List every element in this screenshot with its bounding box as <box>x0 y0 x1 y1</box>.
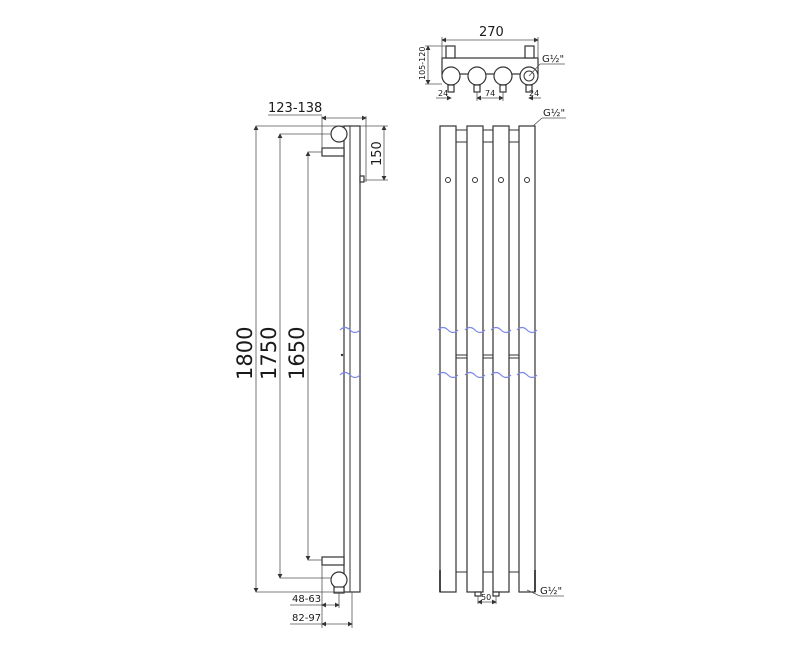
dim-bracket-spacing: 1650 <box>285 327 309 380</box>
dim-top-width: 270 <box>479 25 504 40</box>
dim-top-left-offset: 24 <box>438 89 448 98</box>
bottom-valve-circle <box>330 571 348 589</box>
dim-total-height: 1800 <box>233 327 257 380</box>
radiator-column <box>439 125 457 593</box>
radiator-column <box>466 125 484 593</box>
top-wall-bracket <box>321 147 345 157</box>
dim-bottom-spacing: 50 <box>481 593 491 602</box>
break-mark-icon <box>339 326 361 334</box>
front-bottom-thread-label: G½" <box>540 585 562 597</box>
top-view-thread-label: G½" <box>542 53 564 65</box>
dim-top-pipe-spacing: 74 <box>485 89 495 98</box>
dim-wall-depth-top: 123-138 <box>268 101 322 116</box>
dim-bottom-depth-1: 48-63 <box>292 594 321 605</box>
top-valve-circle <box>330 125 348 143</box>
side-view: 1800 1750 1650 123-138 150 48-63 82-97 <box>233 101 388 628</box>
front-view: 50 G½" G½" <box>437 107 566 605</box>
break-marks <box>437 326 538 379</box>
front-top-thread-label: G½" <box>543 107 565 119</box>
side-radiator-body <box>343 125 361 593</box>
dim-bottom-depth-2: 82-97 <box>292 613 321 624</box>
top-view: 270 105-120 24 74 24 G½" <box>418 25 565 101</box>
radiator-column <box>492 125 510 593</box>
top-connection-stub <box>359 175 365 183</box>
break-mark-icon <box>339 371 361 379</box>
dim-height-middle: 1750 <box>257 327 281 380</box>
dim-top-connection-offset: 150 <box>370 141 385 166</box>
top-view-valves <box>441 66 539 93</box>
dim-top-height-range: 105-120 <box>418 47 427 80</box>
bottom-wall-bracket <box>321 556 345 566</box>
radiator-column <box>518 125 536 593</box>
dim-top-right-offset: 24 <box>529 89 539 98</box>
